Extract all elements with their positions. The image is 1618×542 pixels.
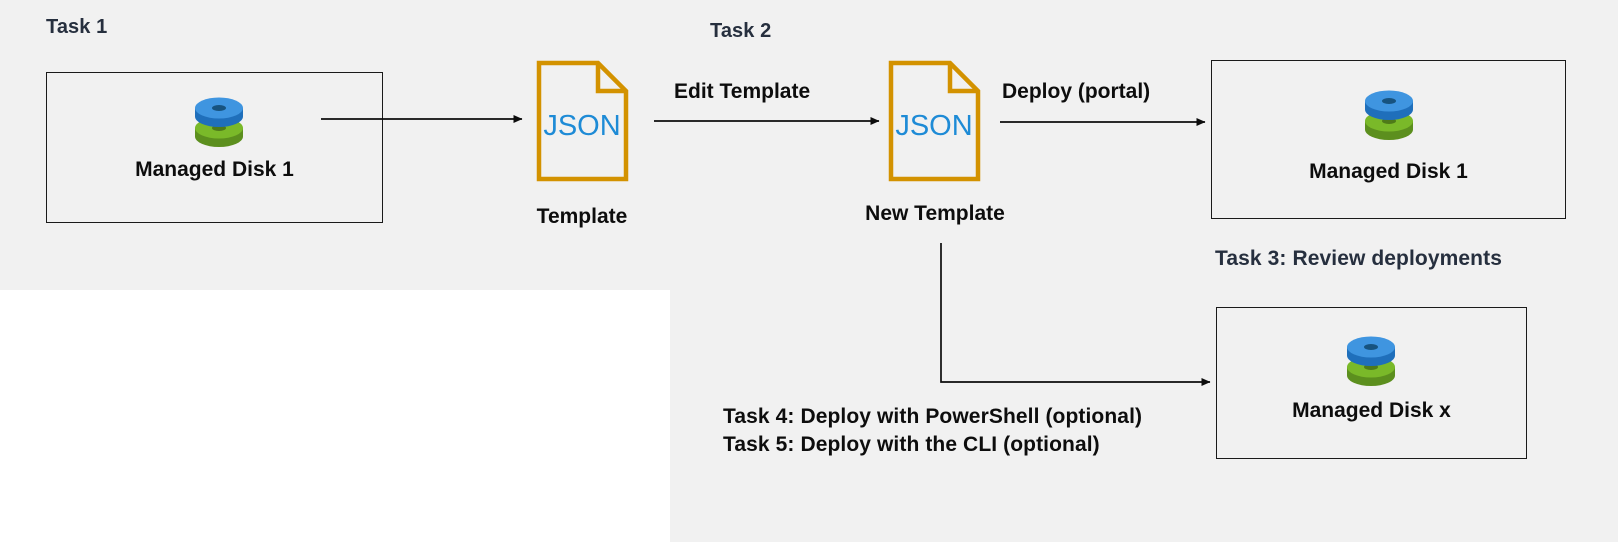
template-caption: Template	[536, 205, 628, 228]
deployed-disk-1-box	[1211, 60, 1566, 219]
deployed-disk-x-label: Managed Disk x	[1292, 399, 1451, 422]
task-3-title: Task 3: Review deployments	[1215, 247, 1502, 270]
managed-disk-icon	[1341, 331, 1401, 393]
edit-template-edge-label: Edit Template	[674, 80, 811, 103]
task-5-title: Task 5: Deploy with the CLI (optional)	[723, 433, 1100, 456]
task-4-title: Task 4: Deploy with PowerShell (optional…	[723, 405, 1143, 428]
source-disk-label: Managed Disk 1	[135, 158, 294, 181]
new-template-caption: New Template	[865, 202, 1005, 225]
managed-disk-icon	[1359, 85, 1419, 147]
svg-text:JSON: JSON	[543, 110, 620, 142]
json-file-icon: JSON	[888, 60, 981, 182]
svg-text:JSON: JSON	[895, 110, 972, 142]
deployed-disk-x-box	[1216, 307, 1527, 459]
deployed-disk-1-label: Managed Disk 1	[1309, 160, 1468, 183]
deploy-portal-edge-label: Deploy (portal)	[1002, 80, 1151, 103]
task-1-title: Task 1	[46, 16, 108, 38]
task-2-title: Task 2	[710, 20, 772, 42]
source-disk-box	[46, 72, 383, 223]
managed-disk-icon	[189, 92, 249, 154]
json-file-icon: JSON	[536, 60, 629, 182]
task-1-panel	[0, 0, 671, 290]
